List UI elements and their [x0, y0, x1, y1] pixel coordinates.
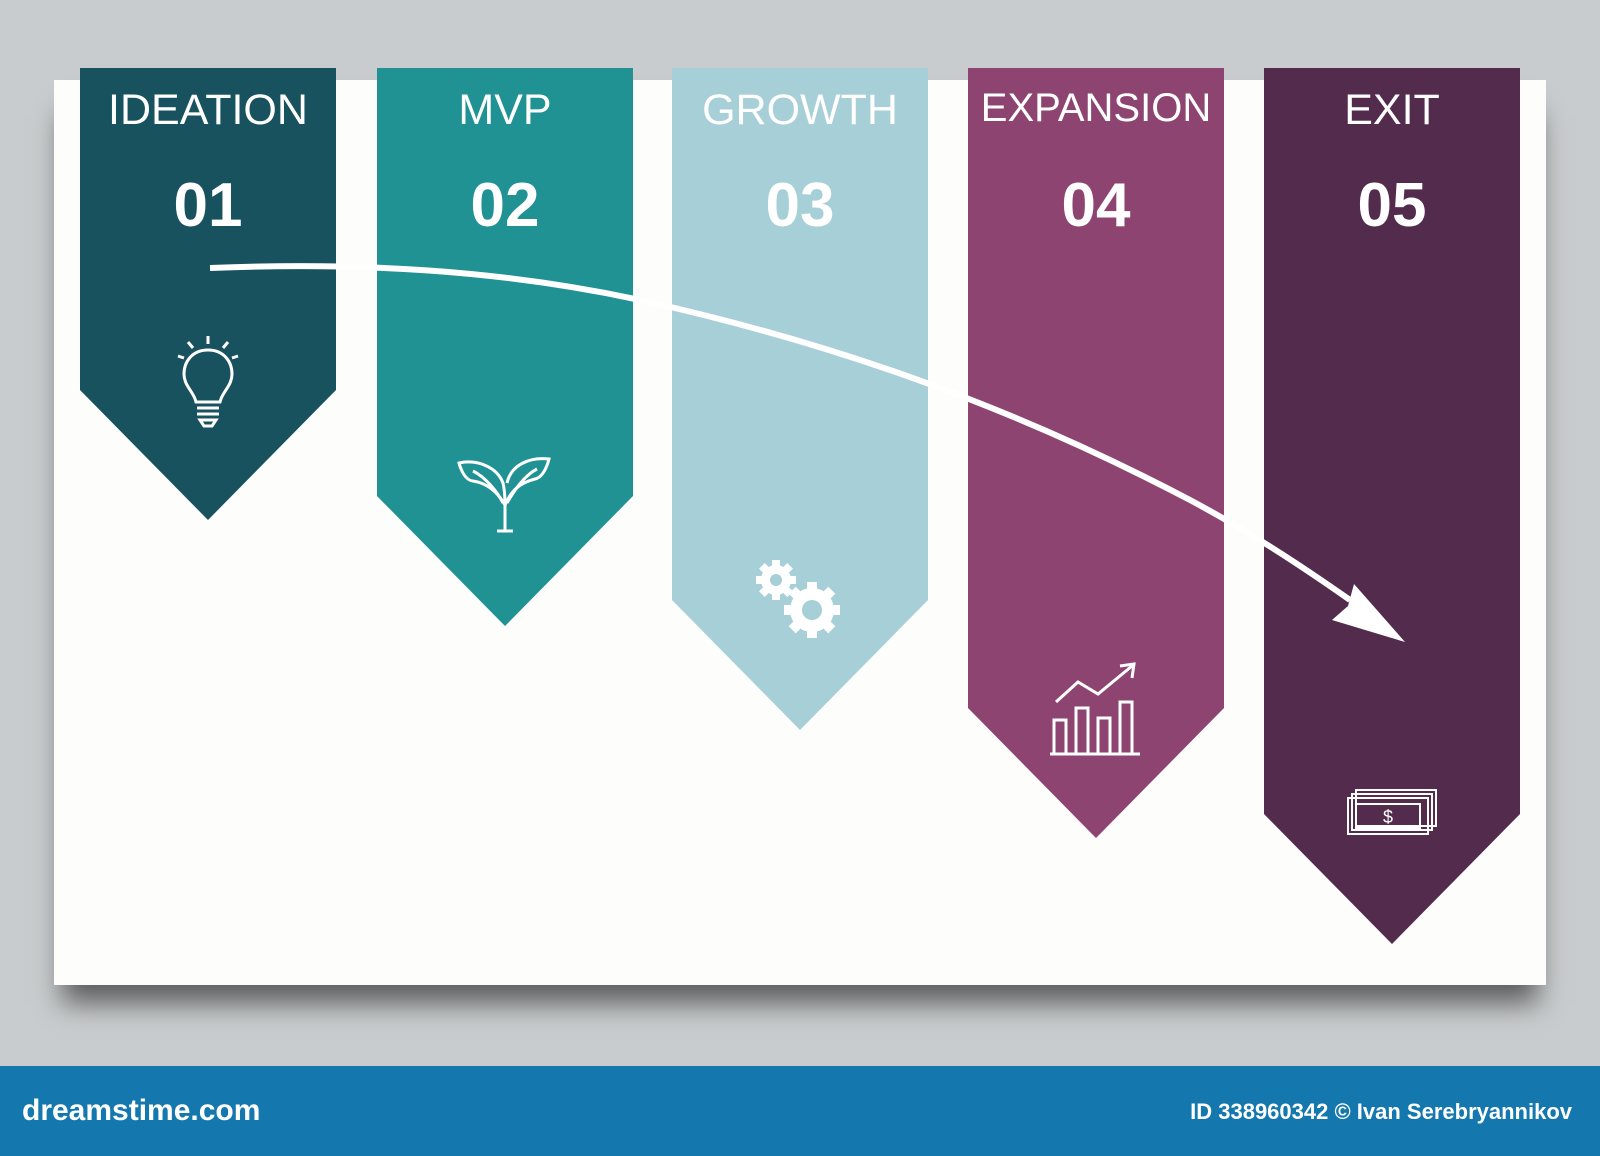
stage-title: EXIT — [1344, 86, 1440, 134]
bar-chart-growth-icon — [1050, 662, 1140, 756]
stage-title: MVP — [458, 86, 552, 134]
stage-number: 03 — [765, 171, 835, 240]
stage-mvp: MVP 02 — [377, 68, 633, 626]
stage-banner-shape — [80, 68, 336, 520]
watermark-credit: ID 338960342 © Ivan Serebryannikov — [1190, 1099, 1572, 1124]
lightbulb-icon — [177, 336, 239, 428]
stage-title: IDEATION — [108, 86, 308, 134]
money-symbol: $ — [1383, 807, 1393, 827]
watermark-brand: dreamstime.com — [22, 1094, 261, 1127]
stage-title: EXPANSION — [980, 86, 1212, 130]
watermark-footer: dreamstime.com ID 338960342 © Ivan Sereb… — [0, 1066, 1600, 1156]
stage-banner-shape — [377, 68, 633, 626]
stage-growth: GROWTH 03 — [672, 68, 928, 730]
stage-number: 01 — [173, 171, 243, 240]
sprout-icon — [457, 457, 551, 533]
gears-icon — [756, 560, 840, 638]
stage-title: GROWTH — [702, 86, 898, 134]
money-bill-icon: $ — [1347, 789, 1437, 835]
stage-expansion: EXPANSION 04 — [968, 68, 1224, 838]
stage-ideation: IDEATION 01 — [80, 68, 336, 520]
stage-number: 02 — [470, 171, 540, 240]
stage-number: 05 — [1357, 171, 1427, 240]
stage-number: 04 — [1061, 171, 1131, 240]
stage-exit: EXIT 05 $ — [1264, 68, 1520, 944]
